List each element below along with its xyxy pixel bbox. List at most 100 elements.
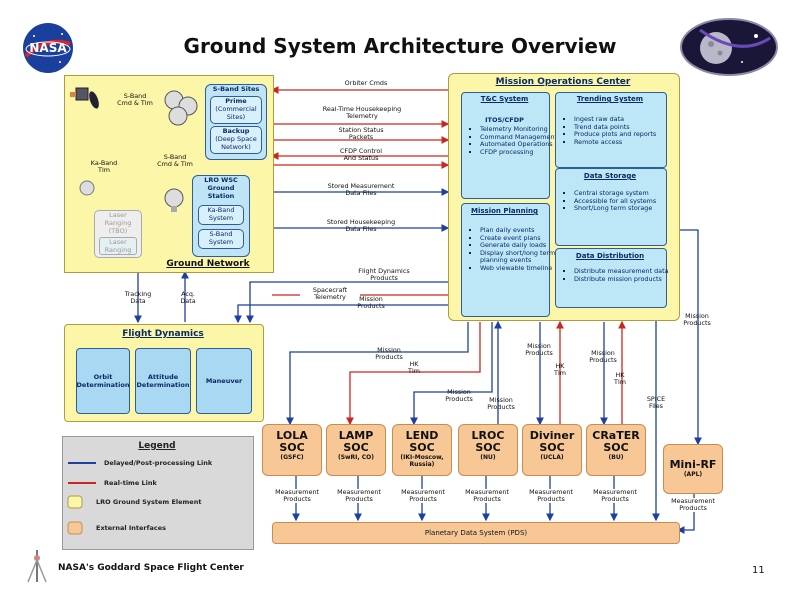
tc-item: Automated Operations [480,141,558,149]
tc-system-box [461,92,550,199]
soc-org: (UCLA) [540,454,564,461]
trending-box [555,92,667,168]
mission-planning-box [461,203,550,317]
storage-item: Short/Long term storage [574,205,674,213]
soc-org: (GSFC) [280,454,304,461]
minirf-box: Mini-RF (APL) [663,444,723,494]
legend-swatches [67,462,96,535]
planning-item: Create event plans [480,234,558,243]
trending-item: Ingest raw data [574,115,674,124]
trending-items: Ingest raw dataTrend data pointsProduce … [562,115,674,146]
maneuver-box: Maneuver [196,348,252,414]
legend-item-realtime: Real-time Link [104,479,157,487]
soc-name: Diviner [529,429,575,442]
storage-item: Accessible for all systems [574,197,674,206]
planning-item: Generate daily loads [480,242,558,250]
planning-item: Display short/long term planning events [480,249,558,265]
sband-dish-icons [160,86,204,130]
data-distribution-title: Data Distribution [575,252,645,260]
soc-label: SOC [343,441,369,454]
storage-item: Central storage system [574,189,674,198]
wsc-dish-icon [160,186,188,214]
soc-name: CRaTER [592,429,640,442]
soc-label: SOC [539,441,565,454]
mission-planning-title: Mission Planning [471,207,538,215]
tc-item: Command Management [480,133,558,142]
soc-label: SOC [603,441,629,454]
data-storage-box [555,168,667,246]
moc-title: Mission Operations Center [495,77,631,87]
laser-dish-icon [76,178,98,200]
soc-org: (IKI-Moscow, Russia) [400,454,444,468]
svg-text:NASA: NASA [29,41,67,55]
acq-data-label: Acq.Data [180,290,196,305]
pds-box: Planetary Data System (PDS) [272,522,680,544]
footer-center: NASA's Goddard Space Flight Center [58,563,244,573]
nasa-logo: NASA [22,22,74,74]
spacecraft-icon [66,80,106,110]
page-title: Ground System Architecture Overview [183,34,617,58]
legend-title: Legend [138,441,176,451]
soc-name: LAMP [338,429,374,442]
trending-item: Produce plots and reports [574,131,674,139]
soc-name: LOLA [276,429,308,442]
planning-item: Plan daily events [480,226,558,235]
lro-mission-patch [680,18,778,76]
legend-item-delayed: Delayed/Post-processing Link [104,459,213,467]
soc-label: SOC [475,441,501,454]
itos-cfdp-label: ITOS/CFDP [485,116,524,124]
distribution-item: Distribute measurement data [574,267,674,276]
soc-label: SOC [279,441,305,454]
distribution-items: Distribute measurement dataDistribute mi… [562,267,674,284]
ground-network-title: Ground Network [166,259,250,269]
soc-label: SOC [409,441,435,454]
planning-items: Plan daily eventsCreate event plansGener… [468,226,558,273]
legend-item-external: External Interfaces [96,524,166,532]
tc-items: Telemetry MonitoringCommand ManagementAu… [468,125,558,156]
legend-panel [62,436,254,550]
soc-org: (SwRI, CO) [337,454,375,461]
data-storage-title: Data Storage [583,172,637,180]
distribution-item: Distribute mission products [574,275,674,284]
tc-item: Telemetry Monitoring [480,125,558,134]
soc-org: (BU) [608,454,624,461]
soc-name: LEND [405,429,439,442]
